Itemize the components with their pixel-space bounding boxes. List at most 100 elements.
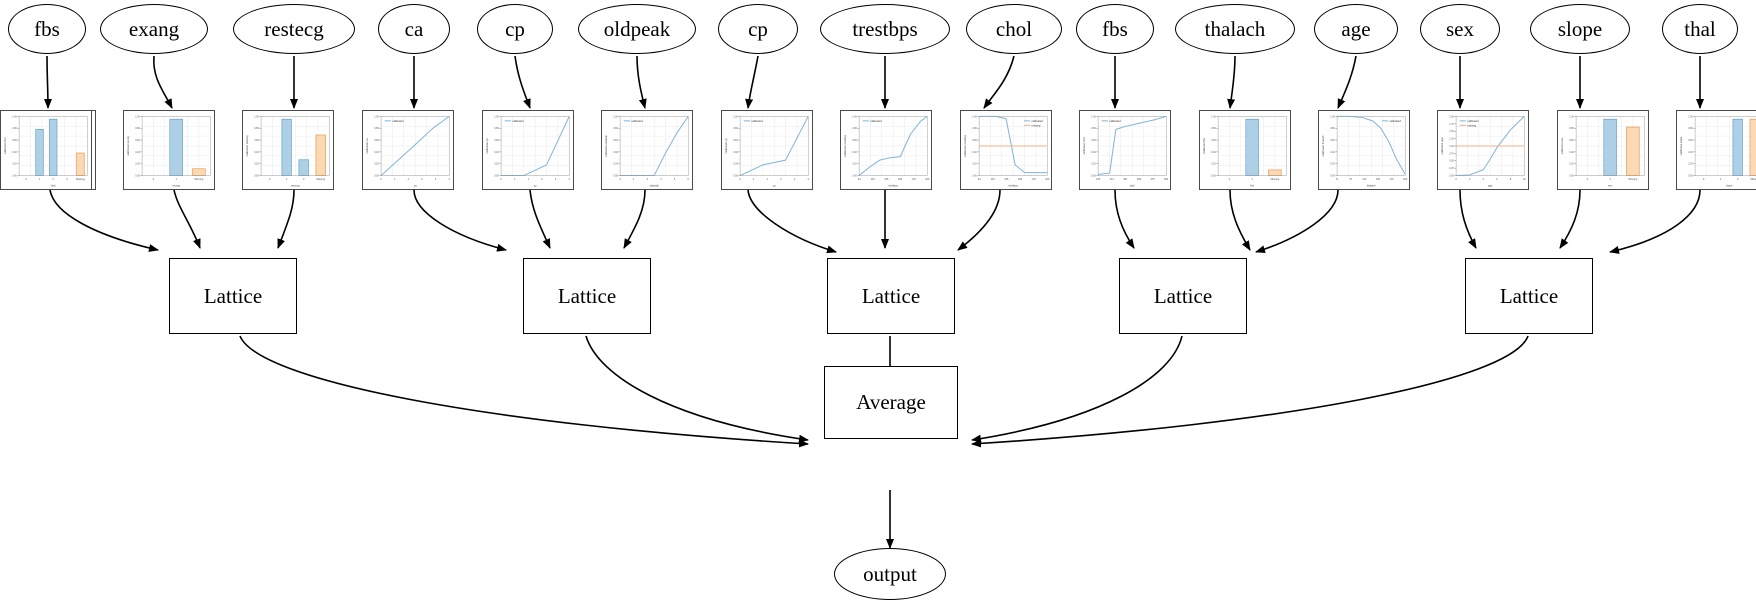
svg-text:calibrated thalach: calibrated thalach <box>1321 135 1325 156</box>
svg-text:1.00: 1.00 <box>1211 116 1216 118</box>
feature-node-exang-1[interactable]: exang <box>100 4 208 54</box>
feature-node-trestbps-7[interactable]: trestbps <box>820 4 950 54</box>
svg-text:1: 1 <box>175 177 177 181</box>
feature-node-fbs-9[interactable]: fbs <box>1076 4 1154 54</box>
svg-text:calibrated ca: calibrated ca <box>365 138 369 154</box>
feature-node-age-11[interactable]: age <box>1314 4 1398 54</box>
svg-text:3: 3 <box>808 178 810 181</box>
svg-text:calibrated: calibrated <box>870 119 882 123</box>
svg-text:0.80: 0.80 <box>12 128 17 130</box>
svg-text:0.20: 0.20 <box>852 164 857 166</box>
feature-node-label: exang <box>128 16 180 41</box>
lattice-node-3[interactable]: Lattice <box>1119 258 1247 334</box>
svg-text:115: 115 <box>871 178 876 181</box>
svg-text:3: 3 <box>569 178 571 181</box>
svg-text:1.00: 1.00 <box>374 116 379 118</box>
svg-text:restecg: restecg <box>291 183 300 187</box>
feature-node-slope-13[interactable]: slope <box>1530 4 1630 54</box>
svg-text:2: 2 <box>780 178 782 181</box>
svg-text:6: 6 <box>688 178 690 181</box>
svg-text:thalach: thalach <box>1367 183 1376 187</box>
svg-text:1: 1 <box>394 178 396 181</box>
svg-text:2: 2 <box>555 178 557 181</box>
svg-text:0.60: 0.60 <box>135 140 140 142</box>
svg-text:0: 0 <box>739 178 741 181</box>
svg-text:0.20: 0.20 <box>135 164 140 166</box>
lattice-node-4[interactable]: Lattice <box>1465 258 1593 334</box>
svg-text:cp: cp <box>773 184 776 187</box>
feature-node-ca-3[interactable]: ca <box>378 4 450 54</box>
svg-text:0.80: 0.80 <box>613 128 618 130</box>
feature-node-cp-4[interactable]: cp <box>477 4 553 54</box>
average-node[interactable]: Average <box>824 366 958 439</box>
svg-text:0.00: 0.00 <box>1330 176 1335 178</box>
feature-node-fbs-0[interactable]: fbs <box>8 4 86 54</box>
svg-text:2: 2 <box>647 178 649 181</box>
svg-text:0.40: 0.40 <box>254 152 259 154</box>
feature-node-label: slope <box>1557 16 1603 41</box>
svg-text:fbs: fbs <box>1250 183 1254 187</box>
svg-text:trestbps: trestbps <box>888 183 898 187</box>
lattice-node-2[interactable]: Lattice <box>827 258 955 334</box>
svg-text:202: 202 <box>1403 178 1408 181</box>
svg-text:115: 115 <box>991 178 996 181</box>
svg-text:0.00: 0.00 <box>1091 176 1096 178</box>
svg-text:0.60: 0.60 <box>374 140 379 142</box>
svg-text:calibrated: calibrated <box>1467 119 1479 123</box>
svg-text:0.60: 0.60 <box>1091 140 1096 142</box>
svg-text:0.75: 0.75 <box>1449 153 1454 155</box>
svg-text:0.60: 0.60 <box>1211 140 1216 142</box>
svg-text:214: 214 <box>1110 178 1115 181</box>
svg-text:calibrated sex: calibrated sex <box>1560 137 1564 154</box>
feature-node-restecg-2[interactable]: restecg <box>233 4 355 54</box>
svg-text:0.20: 0.20 <box>1569 164 1574 166</box>
svg-text:0.60: 0.60 <box>733 140 738 142</box>
svg-text:0.00: 0.00 <box>613 176 618 178</box>
feature-node-thal-14[interactable]: thal <box>1662 4 1738 54</box>
svg-text:chol: chol <box>1130 183 1135 187</box>
svg-text:4: 4 <box>1483 178 1485 181</box>
svg-text:calibrated fbs: calibrated fbs <box>1202 137 1206 154</box>
svg-text:1.00: 1.00 <box>1091 116 1096 118</box>
svg-text:thal: thal <box>51 183 56 187</box>
svg-text:0.80: 0.80 <box>733 128 738 130</box>
output-node[interactable]: output <box>834 548 946 600</box>
svg-text:0.40: 0.40 <box>494 152 499 154</box>
svg-text:0.40: 0.40 <box>1091 152 1096 154</box>
svg-text:calibrated trestbps: calibrated trestbps <box>963 134 967 156</box>
svg-text:calibrated slope: calibrated slope <box>1679 136 1683 155</box>
feature-node-label: chol <box>995 16 1033 41</box>
feature-node-sex-12[interactable]: sex <box>1420 4 1500 54</box>
feature-node-thalach-10[interactable]: thalach <box>1175 4 1295 54</box>
svg-text:0.20: 0.20 <box>733 164 738 166</box>
feature-node-chol-8[interactable]: chol <box>966 4 1062 54</box>
feature-node-oldpeak-5[interactable]: oldpeak <box>578 4 696 54</box>
svg-text:94: 94 <box>858 178 861 181</box>
svg-text:564: 564 <box>1164 178 1169 181</box>
svg-text:2: 2 <box>794 178 796 181</box>
svg-text:476: 476 <box>1151 178 1156 181</box>
svg-text:calibrated cp: calibrated cp <box>485 138 489 154</box>
lattice-node-label: Lattice <box>1499 283 1559 308</box>
lattice-node-1[interactable]: Lattice <box>523 258 651 334</box>
lattice-node-0[interactable]: Lattice <box>169 258 297 334</box>
feature-node-label: ca <box>404 16 424 41</box>
svg-text:Missing: Missing <box>194 177 203 181</box>
svg-text:0.40: 0.40 <box>972 152 977 154</box>
svg-text:calibrated: calibrated <box>1109 119 1121 123</box>
svg-text:0.40: 0.40 <box>135 152 140 154</box>
svg-text:0: 0 <box>25 177 27 181</box>
svg-text:1: 1 <box>633 178 635 181</box>
feature-node-cp-6[interactable]: cp <box>718 4 798 54</box>
